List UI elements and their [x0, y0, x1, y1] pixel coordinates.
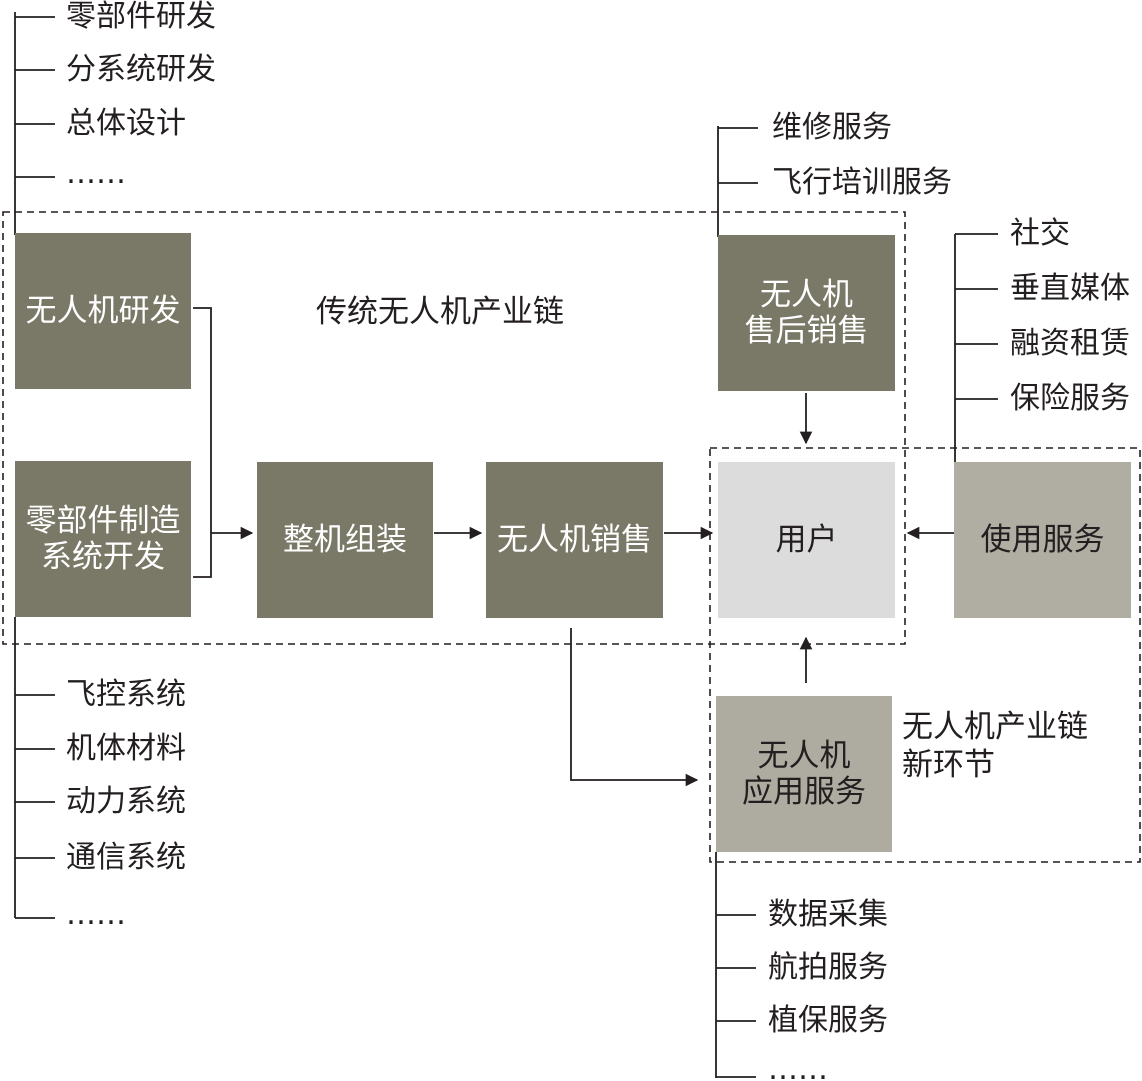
- user-label: 用户: [775, 522, 838, 558]
- application-item: 数据采集: [768, 897, 888, 932]
- new-links-outline: [709, 447, 1141, 863]
- after-sales-item: 飞行培训服务: [772, 165, 952, 200]
- rd-list-bracket: [14, 12, 55, 235]
- manufacturing-item: 通信系统: [66, 840, 186, 875]
- rd-item: ……: [66, 156, 126, 191]
- manufacturing-item: 飞控系统: [66, 677, 186, 712]
- uav-rd-box: 无人机研发: [15, 233, 191, 389]
- manufacturing-item: 机体材料: [66, 731, 186, 766]
- after-sales-item: 维修服务: [772, 110, 892, 145]
- uav-rd-label: 无人机研发: [25, 293, 181, 329]
- parts-manufacturing-line-2: 系统开发: [41, 539, 165, 575]
- after-sales-list-bracket: [717, 126, 758, 237]
- final-assembly-box: 整机组装: [257, 462, 433, 618]
- final-assembly-label: 整机组装: [283, 522, 407, 558]
- arrow-sales-to-application: [570, 628, 699, 787]
- application-item: ……: [768, 1052, 828, 1081]
- uav-sales-box: 无人机销售: [486, 462, 663, 618]
- merge-bracket: [193, 307, 212, 578]
- usage-services-label: 使用服务: [980, 522, 1105, 558]
- manufacturing-list-bracket: [14, 617, 55, 919]
- rd-item: 零部件研发: [66, 0, 216, 34]
- after-sales-line-2: 售后销售: [744, 313, 869, 349]
- rd-item: 总体设计: [66, 106, 186, 141]
- application-services-line-2: 应用服务: [742, 774, 866, 810]
- new-links-label-line-2: 新环节: [902, 747, 995, 783]
- traditional-chain-outline: [2, 211, 906, 645]
- usage-item: 保险服务: [1010, 381, 1130, 416]
- traditional-chain-label: 传统无人机产业链: [316, 294, 564, 330]
- manufacturing-item: 动力系统: [66, 784, 186, 819]
- usage-item: 垂直媒体: [1010, 271, 1130, 306]
- application-services-line-1: 无人机: [757, 738, 851, 774]
- rd-item: 分系统研发: [66, 52, 216, 87]
- new-links-label-line-1: 无人机产业链: [902, 709, 1088, 745]
- manufacturing-item: ……: [66, 897, 126, 932]
- usage-item: 社交: [1010, 216, 1070, 251]
- usage-list-bracket: [954, 233, 998, 462]
- parts-manufacturing-line-1: 零部件制造: [25, 503, 181, 539]
- uav-sales-label: 无人机销售: [497, 522, 652, 558]
- after-sales-line-1: 无人机: [760, 277, 853, 313]
- application-list-bracket: [715, 852, 756, 1078]
- application-item: 植保服务: [768, 1003, 888, 1038]
- application-item: 航拍服务: [768, 950, 888, 985]
- usage-services-box: 使用服务: [954, 462, 1131, 618]
- parts-manufacturing-box: 零部件制造 系统开发: [15, 461, 191, 617]
- after-sales-box: 无人机 售后销售: [718, 235, 895, 391]
- user-box: 用户: [718, 462, 895, 618]
- application-services-box: 无人机 应用服务: [716, 696, 892, 852]
- usage-item: 融资租赁: [1010, 326, 1130, 361]
